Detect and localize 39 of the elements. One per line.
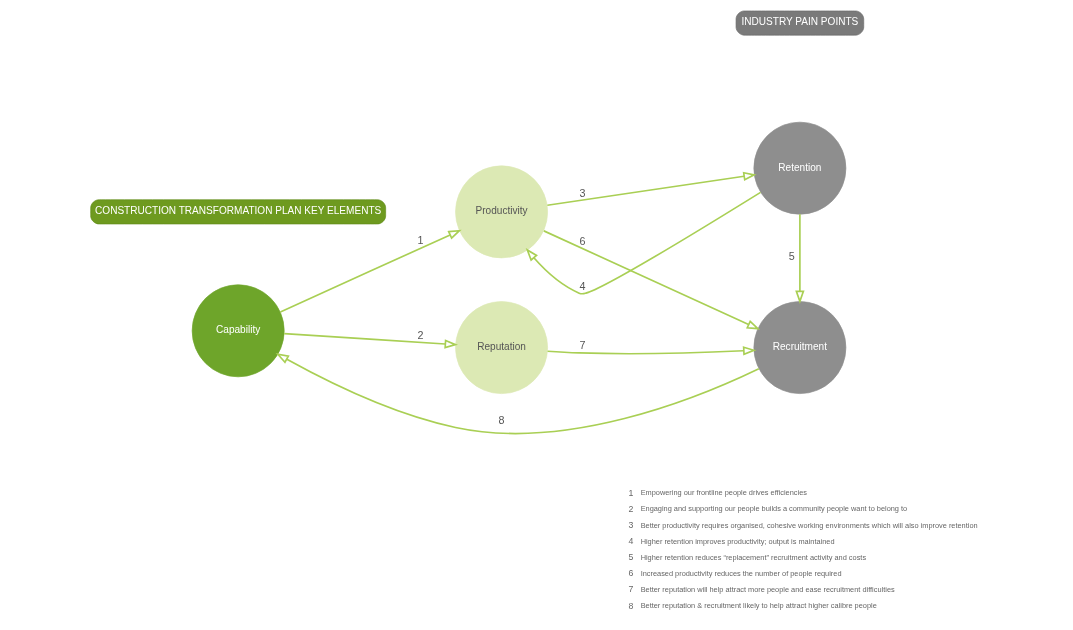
node-circle: Retention — [753, 121, 847, 215]
label: Better reputation will help attract more people and ease recruitment difficulties — [640, 585, 895, 595]
label: 8 — [628, 600, 634, 611]
label: Better productivity requires organised, cohesive working environments which will also improve retention — [640, 520, 978, 530]
label: 4 — [628, 536, 634, 547]
edge-label: 7 — [579, 339, 586, 352]
label: 7 — [628, 584, 634, 595]
arrow — [543, 230, 761, 330]
edge-label: 4 — [579, 279, 586, 292]
label: Higher retention improves productivity; output is maintained — [640, 536, 835, 546]
label: Empowering our frontline people drives efficiencies — [640, 488, 807, 498]
edge-label: 2 — [417, 328, 424, 341]
arrow — [283, 332, 458, 349]
edge-label: 5 — [788, 250, 795, 263]
label: 5 — [628, 552, 634, 563]
label: Higher retention reduces “replacement” recruitment activity and costs — [640, 552, 867, 562]
label: 1 — [628, 487, 634, 498]
label: 3 — [628, 519, 634, 530]
label: 6 — [628, 568, 634, 579]
arrow — [546, 171, 757, 207]
edge-label: 1 — [417, 233, 424, 246]
arrow — [795, 213, 805, 304]
label: Increased productivity reduces the number of people required — [640, 568, 842, 578]
node-circle: Capability — [191, 284, 285, 378]
arrow — [279, 229, 462, 313]
edge-label: 6 — [579, 235, 586, 248]
node-box: INDUSTRY PAIN POINTS — [735, 10, 865, 36]
edge-label: 8 — [498, 414, 505, 427]
edge-label: 3 — [579, 186, 586, 199]
arrow — [275, 353, 760, 435]
node-circle: Recruitment — [753, 301, 847, 394]
node-box: CONSTRUCTION TRANSFORMATION PLAN KEY ELEMENTS — [90, 199, 386, 225]
label: Engaging and supporting our people builds a community people want to belong to — [640, 504, 908, 514]
node-circle: Productivity — [455, 165, 548, 259]
label: Better reputation & recruitment likely to help attract higher calibre people — [640, 601, 877, 611]
arrow — [546, 346, 757, 356]
node-circle: Reputation — [455, 301, 548, 394]
arrow — [525, 191, 762, 295]
label: 2 — [628, 503, 634, 514]
